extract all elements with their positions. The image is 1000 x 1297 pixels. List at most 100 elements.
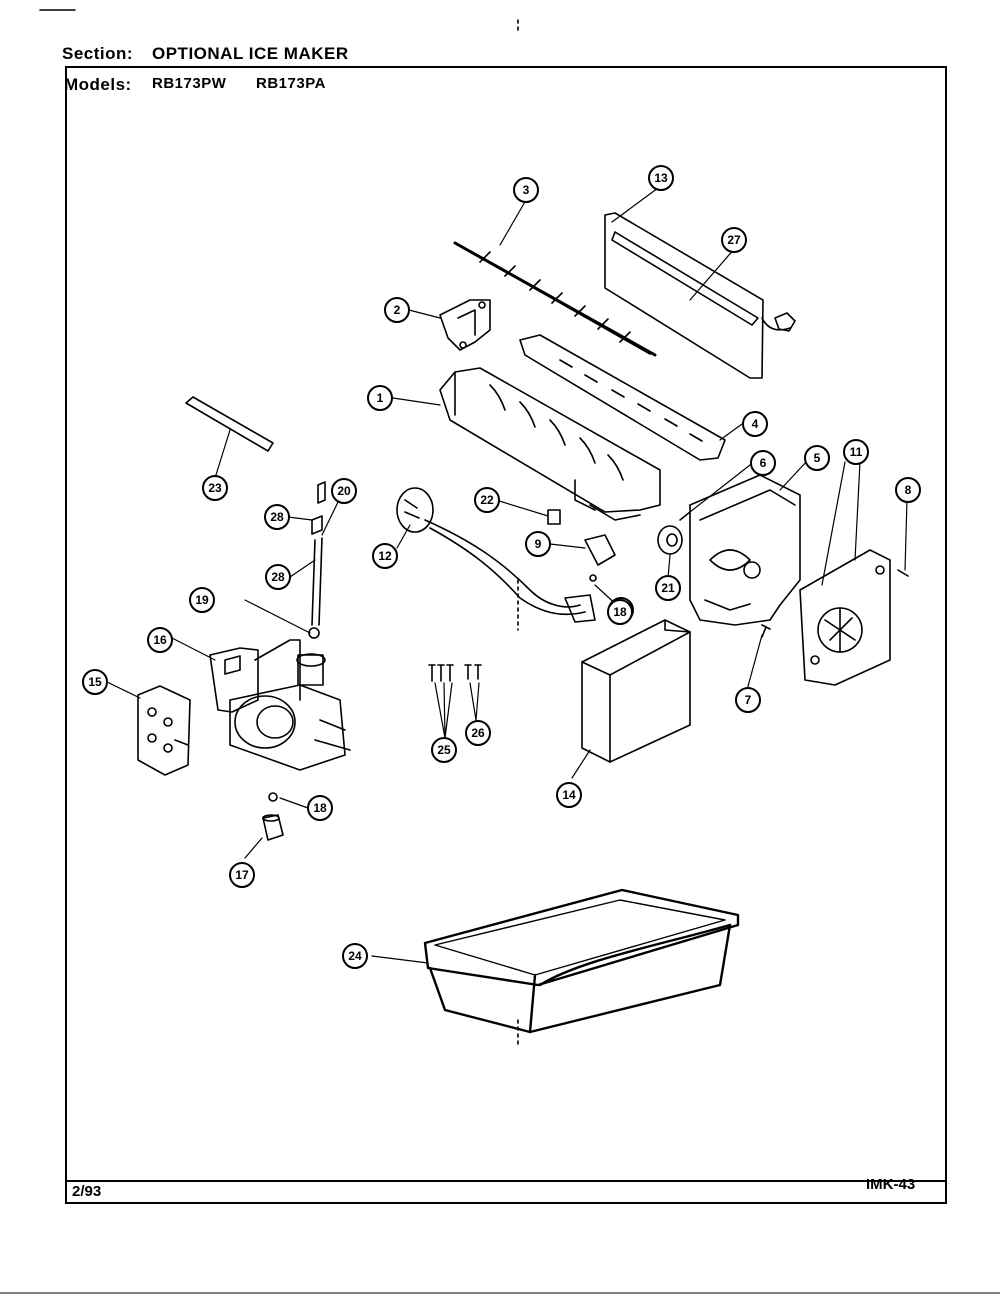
callout-circle <box>367 385 393 411</box>
models-label: Models: <box>64 75 132 94</box>
shutoff-arm-part <box>604 212 796 379</box>
callout-circle <box>721 227 747 253</box>
callout-circle <box>525 531 551 557</box>
gear-part <box>657 525 683 555</box>
model-number-1: RB173PW <box>152 75 227 92</box>
callout-circle <box>189 587 215 613</box>
screws-set-part <box>428 664 482 682</box>
callout-number: 11 <box>850 445 863 459</box>
callout-circle <box>750 450 776 476</box>
callout-circle <box>331 478 357 504</box>
callout-circle <box>804 445 830 471</box>
inlet-tube-part <box>308 481 326 639</box>
section-title: OPTIONAL ICE MAKER <box>152 44 349 63</box>
callout-circle <box>513 177 539 203</box>
ice-mold-part <box>439 367 661 521</box>
callout-25: 25 <box>431 737 457 763</box>
callout-circle <box>895 477 921 503</box>
callout-1: 1 <box>367 385 393 411</box>
callout-circle <box>147 627 173 653</box>
callout-28: 28 <box>264 504 290 530</box>
callout-number: 3 <box>523 183 530 197</box>
callout-16: 16 <box>147 627 173 653</box>
callout-circle <box>229 862 255 888</box>
switch-bracket-part <box>439 299 491 351</box>
callout-circle <box>465 720 491 746</box>
callout-2: 2 <box>384 297 410 323</box>
callout-11: 11 <box>843 439 869 465</box>
callout-number: 14 <box>562 788 576 802</box>
callout-6: 6 <box>750 450 776 476</box>
callout-number: 13 <box>654 171 668 185</box>
callout-circle <box>264 504 290 530</box>
callout-number: 20 <box>337 484 351 498</box>
ice-bin-cover-part <box>581 619 691 763</box>
model-number-2: RB173PA <box>256 75 326 92</box>
thermostat-harness-part <box>396 487 596 623</box>
callout-21: 21 <box>655 575 681 601</box>
callout-5: 5 <box>804 445 830 471</box>
callout-circle <box>843 439 869 465</box>
callout-number: 4 <box>752 417 759 431</box>
footer-date: 2/93 <box>72 1183 102 1200</box>
callout-circle <box>372 543 398 569</box>
callout-17: 17 <box>229 862 255 888</box>
callout-number: 9 <box>535 537 542 551</box>
callout-number: 22 <box>480 493 494 507</box>
leader-lines <box>106 187 908 964</box>
callout-layer: 1234567891011121314151617181819202122232… <box>82 165 921 969</box>
callout-22: 22 <box>474 487 500 513</box>
callout-circle <box>556 782 582 808</box>
callout-13: 13 <box>648 165 674 191</box>
water-valve-part <box>209 639 351 771</box>
callout-number: 28 <box>270 510 284 524</box>
callout-14: 14 <box>556 782 582 808</box>
mounting-clip-part <box>547 509 561 525</box>
callout-number: 26 <box>471 726 485 740</box>
callout-number: 28 <box>271 570 285 584</box>
callout-circle <box>742 411 768 437</box>
callout-12: 12 <box>372 543 398 569</box>
cover-screw-part <box>761 624 771 638</box>
callout-circle <box>735 687 761 713</box>
callout-circle <box>607 599 633 625</box>
callout-circle <box>202 475 228 501</box>
callout-circle <box>384 297 410 323</box>
callout-26: 26 <box>465 720 491 746</box>
diagram-frame <box>65 66 947 1204</box>
callout-24: 24 <box>342 943 368 969</box>
callout-circle <box>648 165 674 191</box>
callout-7: 7 <box>735 687 761 713</box>
callout-circle <box>82 669 108 695</box>
motor-screw-part <box>897 569 909 577</box>
callout-number: 18 <box>313 801 327 815</box>
callout-number: 25 <box>437 743 451 757</box>
callout-27: 27 <box>721 227 747 253</box>
callout-number: 16 <box>153 633 167 647</box>
callout-19: 19 <box>189 587 215 613</box>
callout-4: 4 <box>742 411 768 437</box>
callout-18: 18 <box>307 795 333 821</box>
callout-number: 24 <box>348 949 362 963</box>
screw-part <box>589 574 597 582</box>
callout-number: 2 <box>394 303 401 317</box>
motor-module-part <box>799 549 891 686</box>
callout-number: 21 <box>661 581 675 595</box>
callout-number: 18 <box>613 605 627 619</box>
ejector-blade-part <box>453 241 657 357</box>
callout-circle <box>474 487 500 513</box>
washer-part <box>268 792 278 802</box>
section-label: Section: <box>62 44 134 63</box>
footer-code: IMK-43 <box>866 1176 916 1193</box>
callout-number: 27 <box>727 233 741 247</box>
callout-3: 3 <box>513 177 539 203</box>
callout-9: 9 <box>525 531 551 557</box>
callout-number: 12 <box>378 549 392 563</box>
stripper-part <box>519 334 726 461</box>
callout-circle <box>307 795 333 821</box>
callout-circle <box>342 943 368 969</box>
callout-number: 17 <box>235 868 249 882</box>
callout-20: 20 <box>331 478 357 504</box>
callout-number: 23 <box>208 481 222 495</box>
